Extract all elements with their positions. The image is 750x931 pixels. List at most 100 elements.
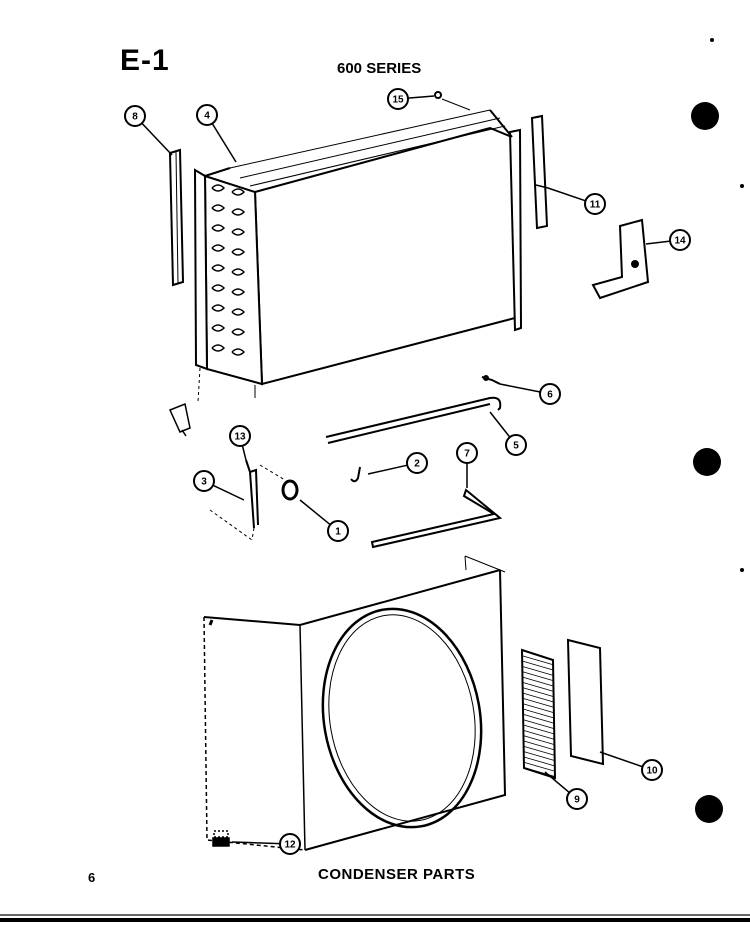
grille-mesh-line <box>522 724 555 735</box>
part-12-block <box>212 830 230 847</box>
callout-label: 12 <box>284 840 296 851</box>
callout-circle <box>505 434 527 456</box>
grille-mesh-line <box>522 666 555 676</box>
callout-label: 10 <box>646 766 658 777</box>
grille-mesh-line <box>522 735 555 745</box>
part-3-rod <box>209 459 259 541</box>
grille-mesh-line <box>522 761 555 772</box>
callout-11: 11 <box>584 193 606 215</box>
coil-return-bend <box>211 184 226 192</box>
callout-15: 15 <box>387 88 409 110</box>
grille-mesh-line <box>522 740 555 751</box>
scan-edge <box>0 914 750 922</box>
coil-return-bend <box>231 268 246 276</box>
callout-label: 4 <box>204 111 210 122</box>
grille-mesh-line <box>522 682 555 692</box>
part-2-hook <box>350 466 361 483</box>
page-number: 6 <box>88 870 96 885</box>
leader-c5 <box>489 411 511 438</box>
coil-return-bend <box>231 348 246 356</box>
coil-return-bend <box>211 244 226 252</box>
coil-return-bend <box>211 304 226 312</box>
callout-1: 1 <box>327 520 349 542</box>
grille-mesh-line <box>522 756 555 767</box>
binder-holes <box>691 38 744 823</box>
callout-circle <box>669 229 691 251</box>
leader-c15 <box>407 95 435 99</box>
coil-return-bend <box>231 288 246 296</box>
leader-c11 <box>547 187 586 202</box>
grille-mesh-line <box>522 698 555 708</box>
callout-10: 10 <box>641 759 663 781</box>
callout-4: 4 <box>196 104 218 126</box>
callout-2: 2 <box>406 452 428 474</box>
leader-c1 <box>299 499 331 526</box>
part-15-screw <box>434 91 471 111</box>
callout-14: 14 <box>669 229 691 251</box>
callout-circle <box>193 470 215 492</box>
leader-c13 <box>241 445 247 461</box>
callout-label: 5 <box>513 441 519 452</box>
callout-9: 9 <box>566 788 588 810</box>
callout-label: 3 <box>201 477 207 488</box>
part-14-cover-plate <box>591 218 650 300</box>
coil-return-bend <box>211 264 226 272</box>
part-9-filter-grille <box>520 648 557 780</box>
grille-mesh-line <box>522 671 555 682</box>
grille-mesh-line <box>522 687 555 698</box>
grille-mesh-line <box>522 703 555 714</box>
callout-label: 8 <box>132 112 138 123</box>
coil-return-bend <box>231 328 246 336</box>
leader-c10 <box>599 751 643 768</box>
part-8-side-strip <box>168 148 185 287</box>
condenser-shroud <box>203 555 507 851</box>
coil-return-bend <box>231 208 246 216</box>
callout-circle <box>641 759 663 781</box>
grille-mesh-line <box>522 676 555 687</box>
callout-7: 7 <box>456 442 478 464</box>
page-code: E-1 <box>120 44 170 77</box>
coil-return-bend <box>211 324 226 332</box>
callout-label: 11 <box>590 200 601 211</box>
binder-hole-top <box>691 102 719 130</box>
part-5-tube <box>325 396 502 444</box>
coil-return-bend <box>211 204 226 212</box>
callout-circle <box>327 520 349 542</box>
grille-mesh-line <box>522 708 555 719</box>
grille-mesh-line <box>522 692 555 703</box>
leader-c3 <box>212 484 245 501</box>
grille-mesh-line <box>522 660 555 671</box>
callout-13: 13 <box>229 425 251 447</box>
leader-c6 <box>499 383 541 393</box>
callout-circle <box>229 425 251 447</box>
part-11-bracket-strip <box>530 114 549 230</box>
callout-circle <box>387 88 409 110</box>
leader-c8 <box>141 122 173 156</box>
binder-hole-bottom <box>695 795 723 823</box>
callout-label: 2 <box>414 459 420 470</box>
callout-circle <box>196 104 218 126</box>
figure-caption: CONDENSER PARTS <box>318 866 476 883</box>
leader-c12 <box>231 841 281 845</box>
series-label: 600 SERIES <box>337 60 422 77</box>
leader-c9 <box>544 771 570 794</box>
grille-mesh-line <box>522 729 555 740</box>
part-1-grommet <box>281 479 299 501</box>
callout-label: 13 <box>234 432 246 443</box>
coil-bracket <box>168 402 191 437</box>
coil-return-bend <box>231 248 246 256</box>
coil-return-bend <box>211 344 226 352</box>
callout-circle <box>279 833 301 855</box>
callout-circle <box>539 383 561 405</box>
coil-return-bend <box>231 228 246 236</box>
coil-return-bend <box>211 284 226 292</box>
grille-mesh-line <box>522 745 555 756</box>
part-10-panel <box>566 638 605 766</box>
callout-leaders <box>141 95 671 845</box>
callout-circle <box>566 788 588 810</box>
callout-3: 3 <box>193 470 215 492</box>
grille-mesh-line <box>522 751 555 761</box>
part-6-clip <box>481 375 501 385</box>
coil-return-bend <box>231 188 246 196</box>
